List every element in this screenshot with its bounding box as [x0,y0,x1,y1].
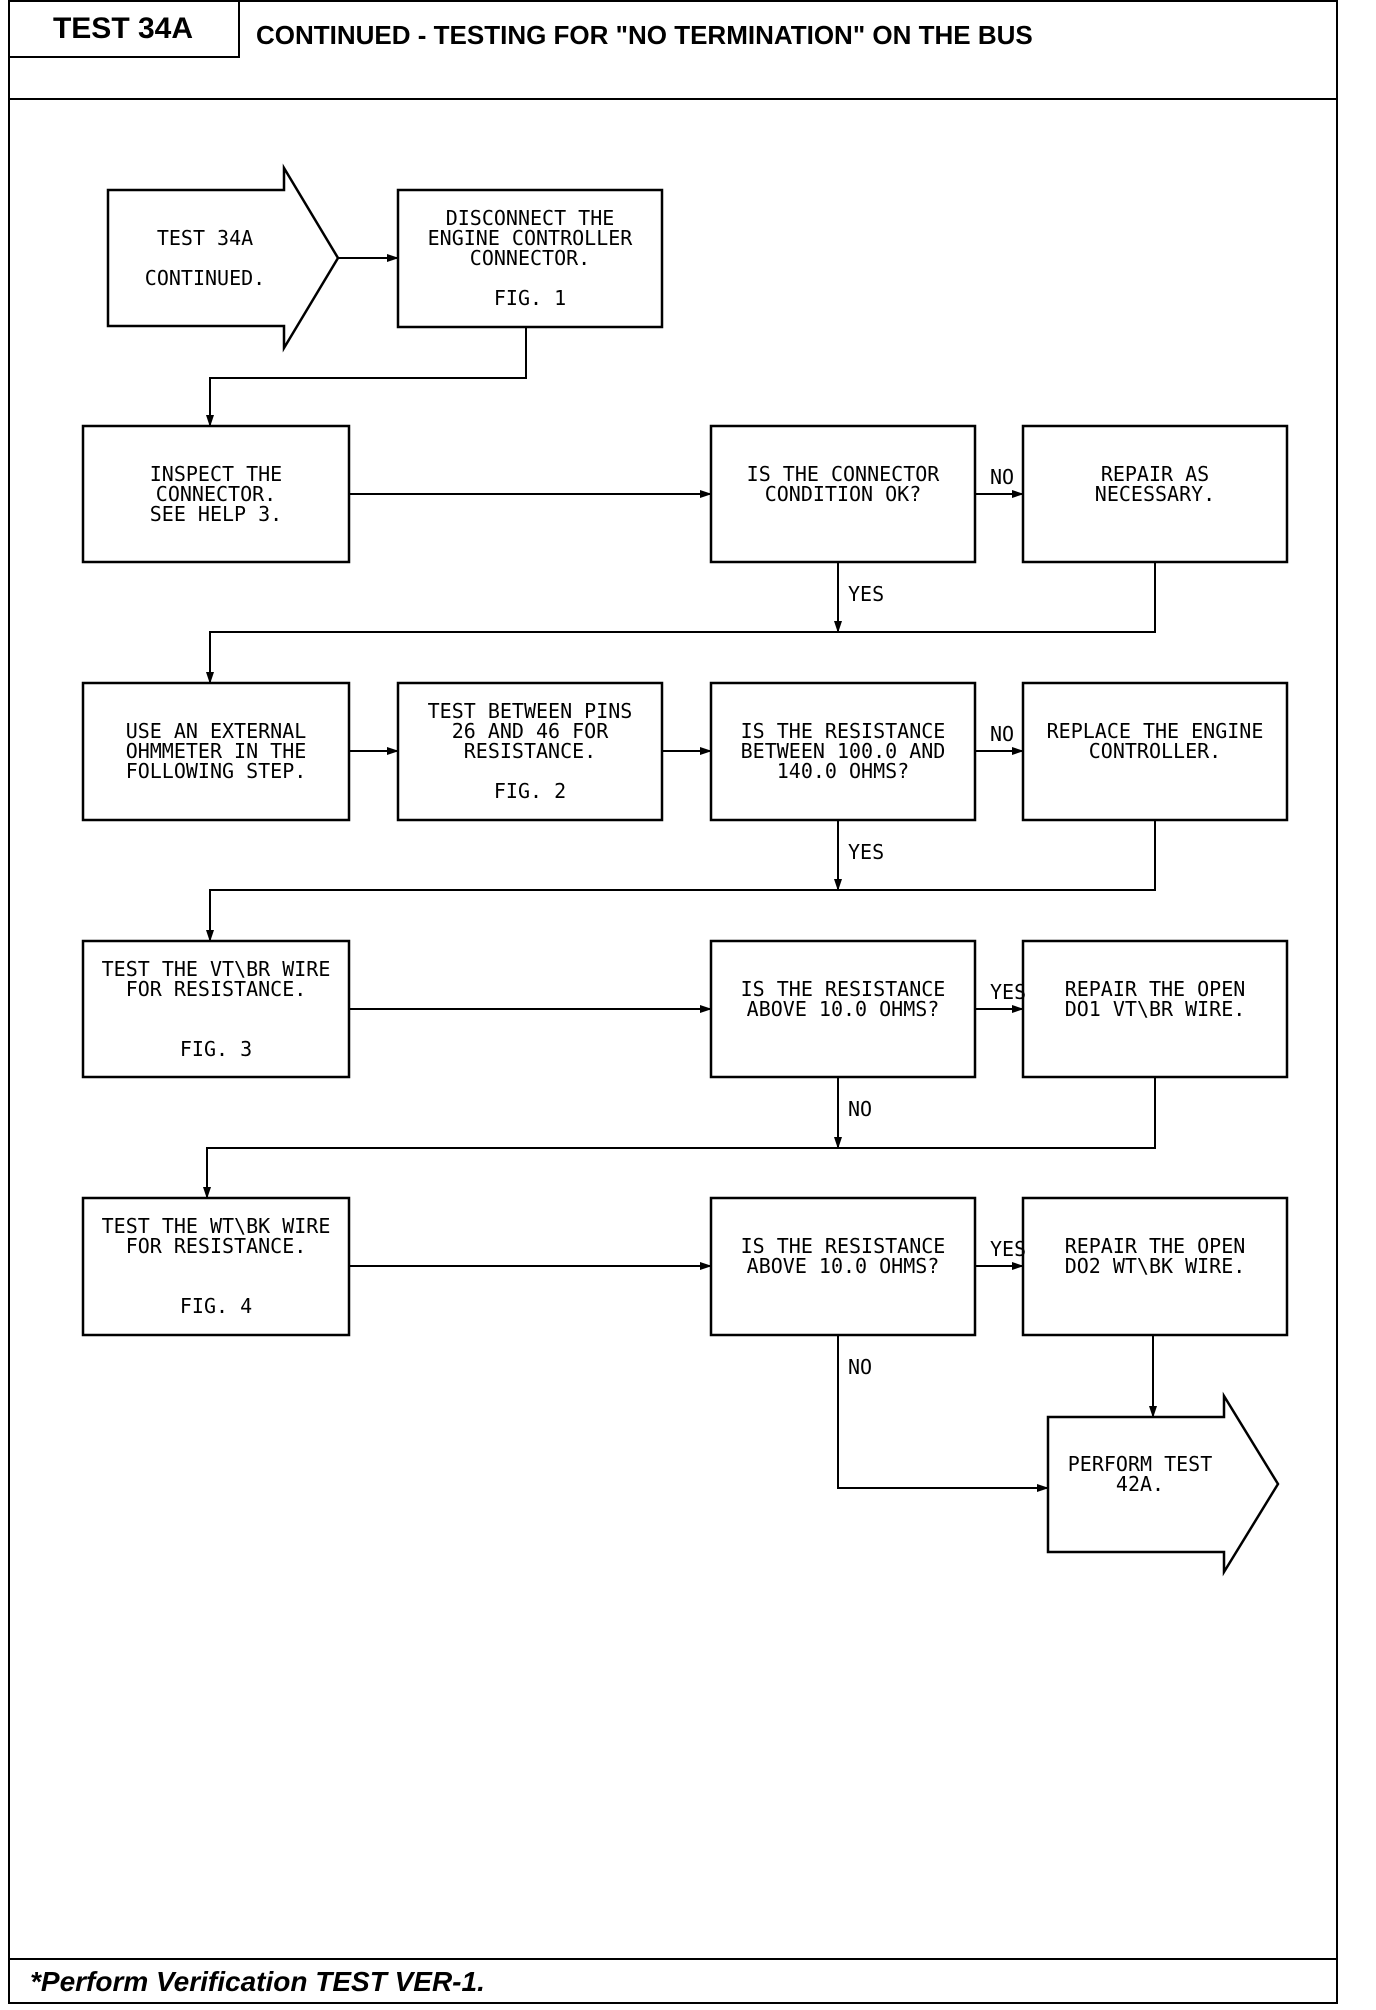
label-range-no: NO [990,722,1014,746]
label-range-yes: YES [848,840,884,864]
edge-repairvtbr-merge-3 [203,1077,1156,1199]
node-line: IS THE RESISTANCE [741,719,946,743]
node-line: FIG. 4 [180,1294,252,1318]
node-line: 140.0 OHMS? [777,759,909,783]
node-line: TEST 34A [157,226,253,250]
node-line: DO1 VT\BR WIRE. [1065,997,1246,1021]
node-line: TEST THE WT\BK WIRE [102,1214,331,1238]
node-line: 42A. [1116,1472,1164,1496]
node-line: PERFORM TEST [1068,1452,1213,1476]
node-line: REPAIR THE OPEN [1065,1234,1246,1258]
node-line: RESISTANCE. [464,739,596,763]
node-line: IS THE RESISTANCE [741,1234,946,1258]
page-title: CONTINUED - TESTING FOR "NO TERMINATION"… [256,20,1033,50]
node-line: DISCONNECT THE [446,206,615,230]
label-connector-yes: YES [848,582,884,606]
node-line: IS THE CONNECTOR [747,462,941,486]
node-line: FIG. 3 [180,1037,252,1061]
node-line: DO2 WT\BK WIRE. [1065,1254,1246,1278]
node-line: IS THE RESISTANCE [741,977,946,1001]
node-line: INSPECT THE [150,462,282,486]
node-line: REPAIR THE OPEN [1065,977,1246,1001]
node-line: CONNECTOR. [470,246,590,270]
footer-bar [8,1958,1338,2004]
node-line: ABOVE 10.0 OHMS? [747,997,940,1021]
node-line: NECESSARY. [1095,482,1215,506]
node-line: ABOVE 10.0 OHMS? [747,1254,940,1278]
node-line: FOR RESISTANCE. [126,1234,307,1258]
node-line: OHMMETER IN THE [126,739,307,763]
node-line: REPLACE THE ENGINE [1047,719,1264,743]
test-id: TEST 34A [8,0,240,58]
start-node-shape [106,163,340,353]
label-wtbk-no: NO [848,1355,872,1379]
node-line: ENGINE CONTROLLER [428,226,634,250]
node-line: TEST BETWEEN PINS [428,699,633,723]
edge-disconnect-inspect [206,327,527,427]
node-line: FIG. 1 [494,286,566,310]
label-connector-no: NO [990,465,1014,489]
page-frame [8,0,1338,2004]
label-vtbr-no: NO [848,1097,872,1121]
label-vtbr-yes: YES [990,980,1026,1004]
node-line: FOR RESISTANCE. [126,977,307,1001]
node-line: BETWEEN 100.0 AND [741,739,946,763]
node-line: CONTROLLER. [1089,739,1221,763]
node-line: CONNECTOR. [156,482,276,506]
node-line: CONTINUED. [145,266,265,290]
node-line: USE AN EXTERNAL [126,719,307,743]
header-bar [8,0,1338,100]
edge-repair-merge-1 [206,562,1156,684]
node-line: SEE HELP 3. [150,502,282,526]
node-line: CONDITION OK? [765,482,922,506]
node-line: TEST THE VT\BR WIRE [102,957,331,981]
node-line: FIG. 2 [494,779,566,803]
node-line: REPAIR AS [1101,462,1209,486]
node-line: 26 AND 46 FOR [452,719,609,743]
end-node-shape [1046,1391,1280,1577]
label-wtbk-yes: YES [990,1237,1026,1261]
edge-qabove2-no-end [837,1335,1049,1492]
node-line: FOLLOWING STEP. [126,759,307,783]
footer-note: *Perform Verification TEST VER-1. [30,1966,485,1997]
start-node-text: TEST 34A CONTINUED. [145,226,265,290]
edge-replace-merge-2 [206,820,1156,942]
